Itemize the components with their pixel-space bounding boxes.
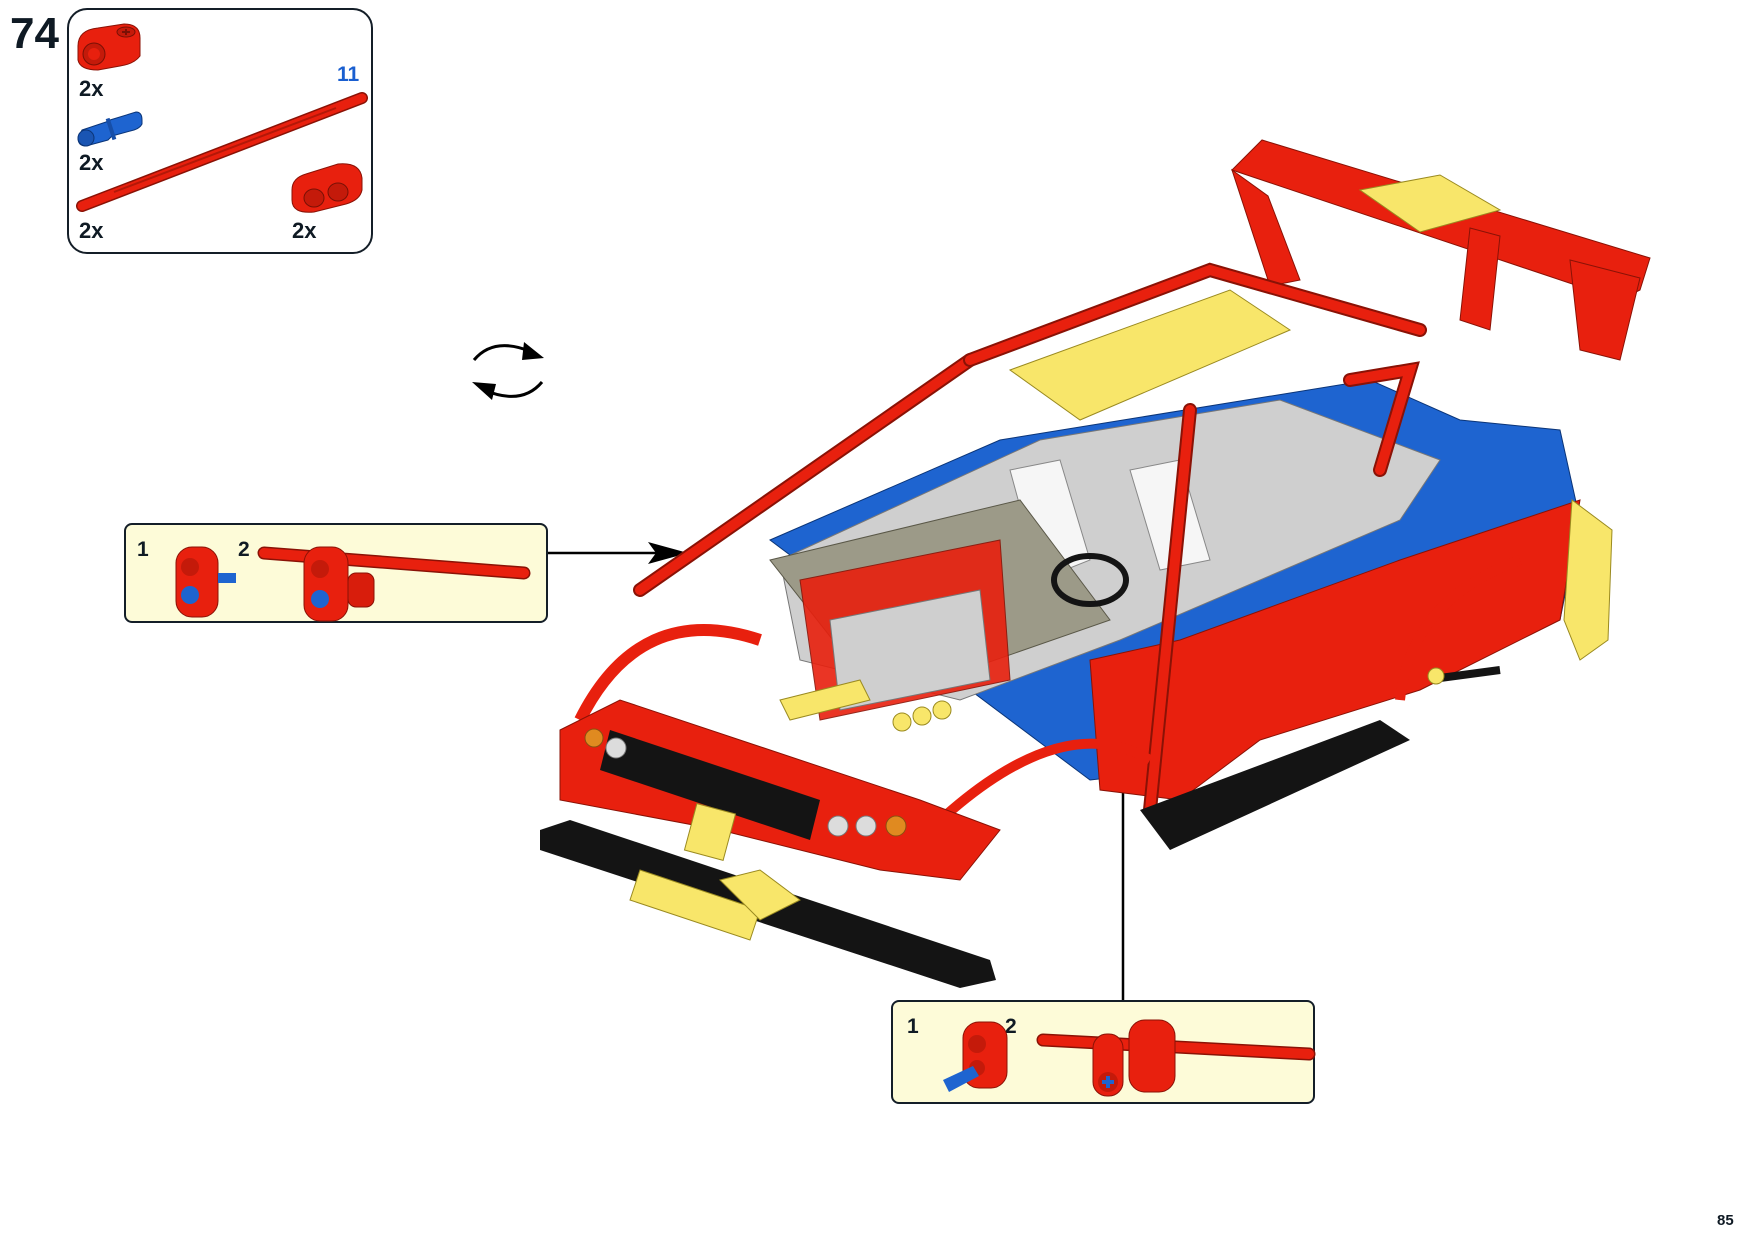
axle-length-label: 11	[337, 63, 360, 86]
sub-step-label: 2	[1005, 1015, 1017, 1038]
part-quantity: 2x	[79, 150, 104, 175]
red-axle-11-part	[76, 92, 368, 212]
sub-assembly-parts-illustration	[175, 546, 531, 622]
sub-assembly-callout-left: 1 2	[124, 523, 548, 623]
red-perpendicular-connector-part	[77, 23, 141, 71]
sub-step-label: 1	[907, 1015, 919, 1038]
step-number: 74	[10, 9, 59, 58]
rotate-model-icon	[472, 342, 544, 400]
page-number: 85	[1717, 1212, 1734, 1229]
red-beam-2-part	[291, 163, 363, 213]
sub-assembly-callout-bottom: 1 2	[891, 1000, 1316, 1104]
part-quantity: 2x	[79, 76, 104, 101]
sub-assembly-parts-illustration	[943, 1019, 1316, 1097]
sub-step-label: 2	[238, 538, 250, 561]
part-quantity: 2x	[79, 218, 104, 243]
part-quantity: 2x	[292, 218, 317, 243]
blue-pin-part	[77, 111, 143, 147]
placement-arrow-left	[548, 542, 688, 564]
sub-step-label: 1	[137, 538, 149, 561]
rear-wing	[1231, 139, 1651, 361]
